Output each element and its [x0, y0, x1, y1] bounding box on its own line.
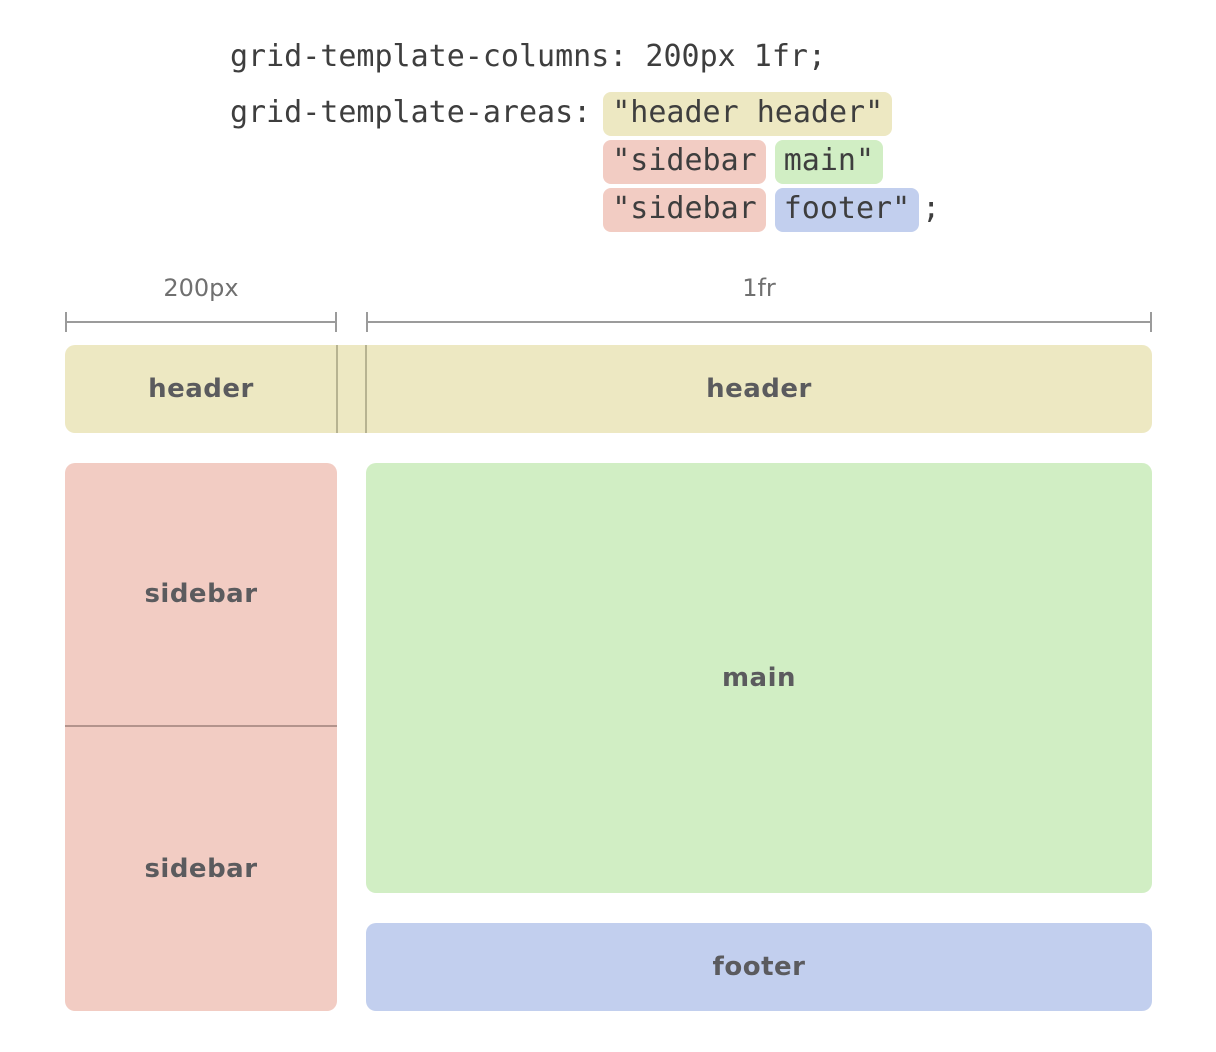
grid-area-main: main	[366, 463, 1152, 893]
code-token-sidebar: "sidebar	[603, 188, 766, 232]
code-semicolon: ;	[922, 191, 941, 226]
ruler-bracket-left	[65, 312, 337, 332]
code-token-main: main"	[774, 140, 884, 184]
sidebar-top-label: sidebar	[144, 578, 258, 609]
ruler-column-left: 200px	[65, 274, 337, 332]
code-property-grid-template-areas: grid-template-areas:	[230, 95, 592, 130]
column-gap-line-right	[365, 345, 367, 433]
code-areas-row-3: grid-template-areas: "sidebar footer" ;	[230, 188, 940, 232]
header-left-label: header	[148, 374, 254, 404]
code-token-sidebar: "sidebar	[603, 140, 766, 184]
ruler-label-200px: 200px	[163, 274, 239, 302]
sidebar-bottom-label: sidebar	[144, 853, 258, 884]
grid-area-header: header header	[65, 345, 1152, 433]
column-gap-line-left	[336, 345, 338, 433]
sidebar-cell-top: sidebar	[65, 463, 337, 725]
code-token-footer: footer"	[774, 188, 920, 232]
ruler-column-right: 1fr	[366, 274, 1152, 332]
main-label: main	[721, 663, 797, 693]
grid-area-sidebar: sidebar sidebar	[65, 463, 337, 1011]
sidebar-cell-bottom: sidebar	[65, 727, 337, 1011]
code-areas-row-1: grid-template-areas: "header header"	[230, 92, 940, 136]
footer-label: footer	[712, 952, 806, 982]
column-ruler: 200px 1fr	[65, 274, 1152, 332]
grid-diagram: header header sidebar sidebar main	[65, 345, 1152, 1011]
code-block-grid-template-areas: grid-template-areas: "header header" gri…	[230, 92, 940, 232]
ruler-label-1fr: 1fr	[742, 274, 776, 302]
ruler-bracket-right	[366, 312, 1152, 332]
header-cell-right: header	[366, 345, 1152, 433]
code-token-header-header: "header header"	[603, 92, 893, 136]
code-areas-row-2: grid-template-areas: "sidebar main"	[230, 140, 940, 184]
header-cell-left: header	[65, 345, 337, 433]
grid-figure: 200px 1fr header header	[65, 274, 1152, 1011]
header-right-label: header	[706, 374, 812, 404]
sidebar-row-divider	[65, 724, 337, 727]
code-snippet: grid-template-columns: 200px 1fr; grid-t…	[230, 40, 940, 232]
code-line-grid-template-columns: grid-template-columns: 200px 1fr;	[230, 39, 827, 74]
grid-area-footer: footer	[366, 923, 1152, 1011]
